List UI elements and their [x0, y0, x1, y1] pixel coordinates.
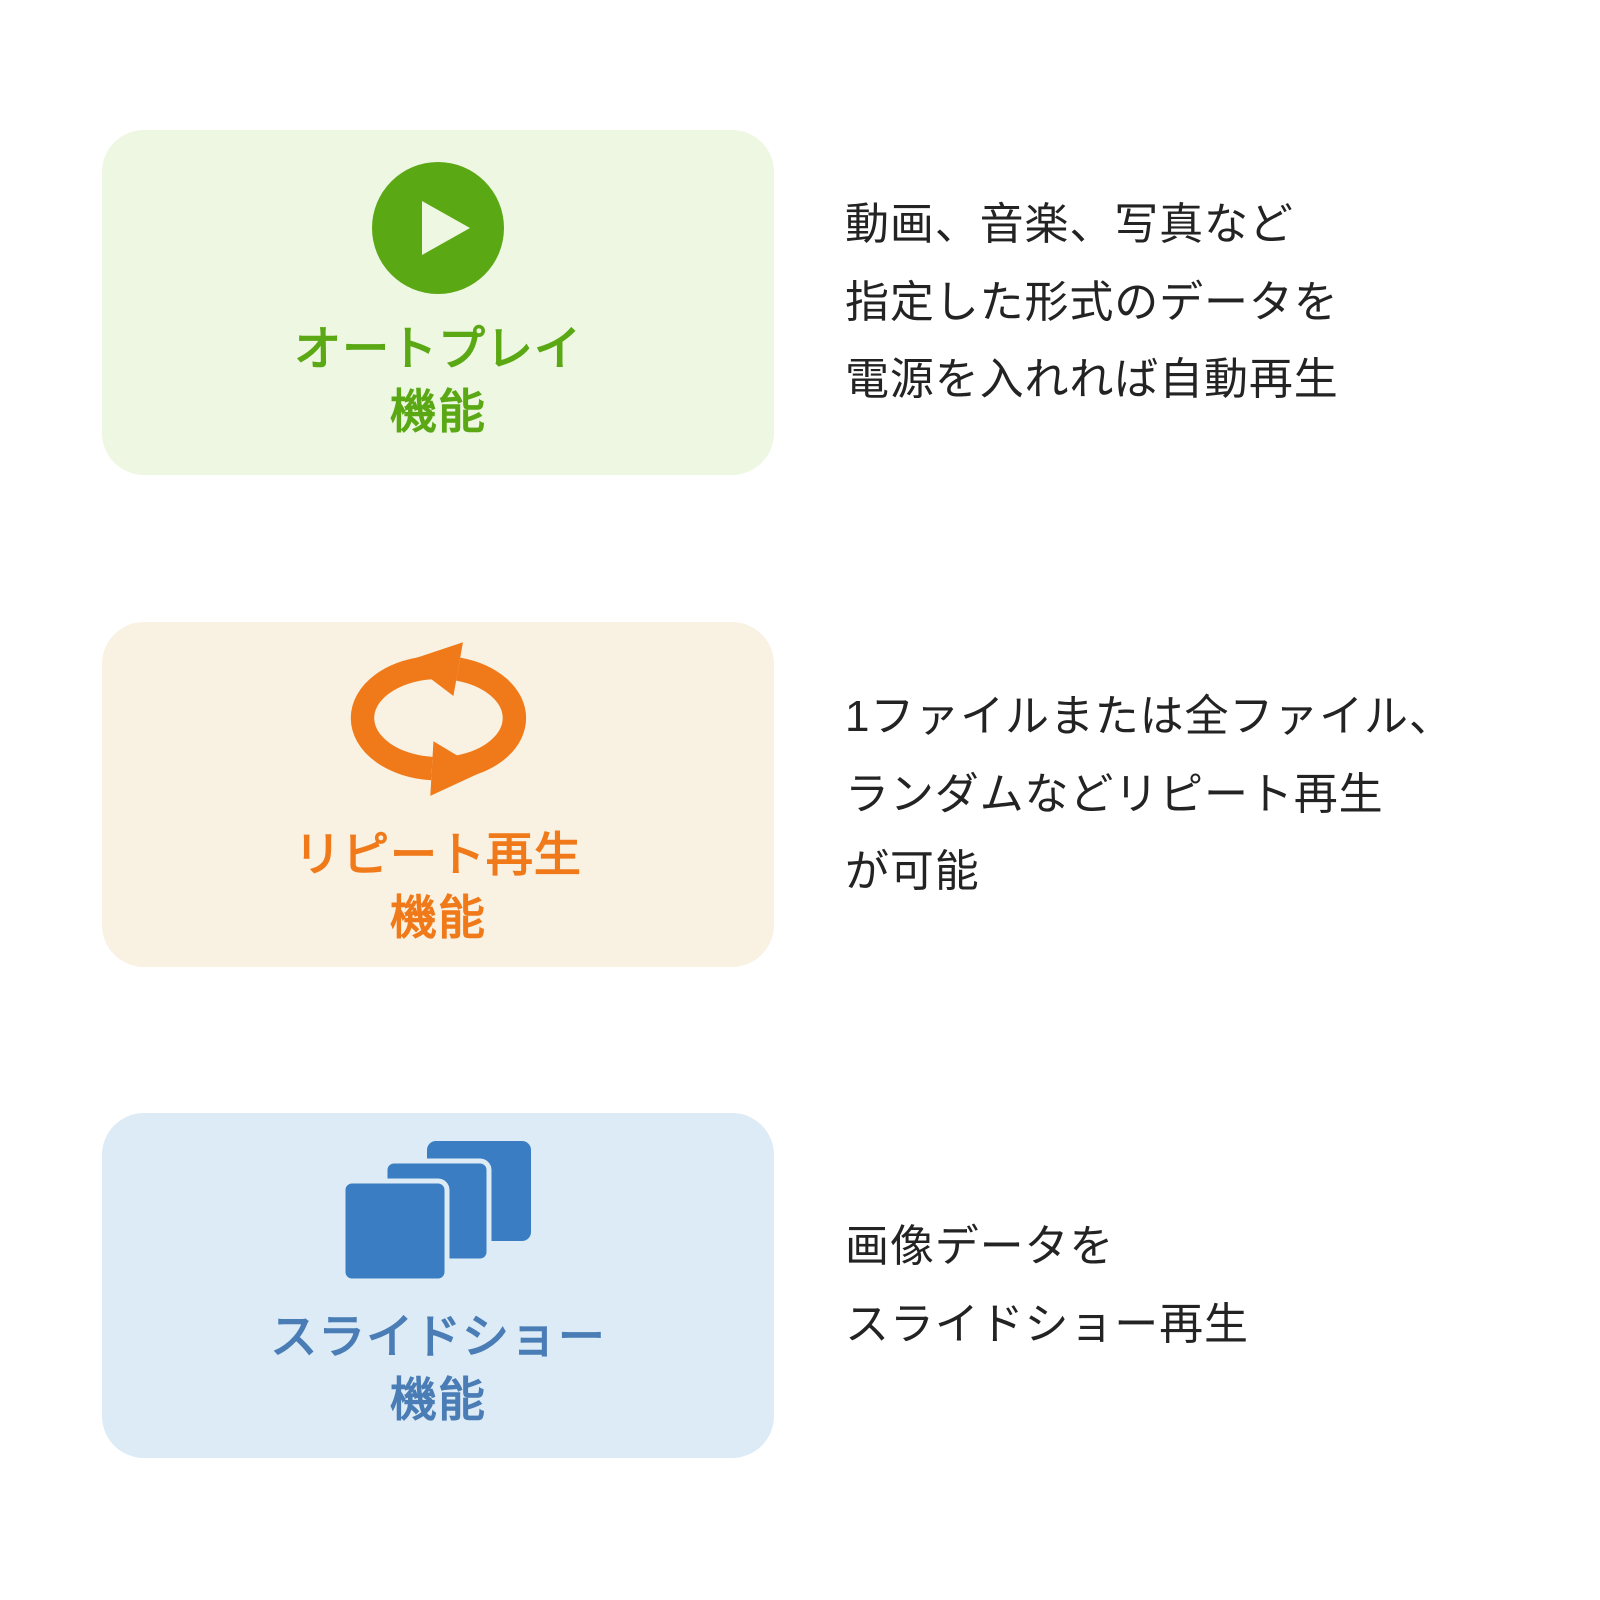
feature-title-autoplay: オートプレイ 機能 [294, 318, 582, 442]
slideshow-stack-icon [343, 1140, 533, 1283]
feature-row-slideshow: スライドショー 機能 画像データを スライドショー再生 [102, 1113, 1498, 1458]
description-line: が可能 [845, 847, 980, 897]
feature-description-slideshow: 画像データを スライドショー再生 [845, 1208, 1249, 1364]
feature-card-slideshow: スライドショー 機能 [102, 1113, 774, 1458]
feature-title-line2: 機能 [390, 1372, 486, 1426]
feature-title-line2: 機能 [390, 384, 486, 438]
feature-title-line2: 機能 [390, 890, 486, 944]
feature-title-repeat: リピート再生 機能 [294, 824, 582, 948]
play-circle-icon [372, 162, 504, 295]
description-line: 1ファイルまたは全ファイル、 [845, 691, 1454, 741]
repeat-arrows-icon [341, 640, 536, 800]
description-line: 電源を入れれば自動再生 [845, 355, 1339, 405]
feature-row-repeat: リピート再生 機能 1ファイルまたは全ファイル、 ランダムなどリピート再生 が可… [102, 622, 1498, 967]
feature-title-line1: スライドショー [270, 1310, 606, 1364]
description-line: 動画、音楽、写真など [845, 199, 1294, 249]
feature-description-repeat: 1ファイルまたは全ファイル、 ランダムなどリピート再生 が可能 [845, 678, 1454, 912]
description-line: スライドショー再生 [845, 1299, 1249, 1349]
feature-title-slideshow: スライドショー 機能 [270, 1306, 606, 1430]
feature-card-autoplay: オートプレイ 機能 [102, 130, 774, 475]
feature-row-autoplay: オートプレイ 機能 動画、音楽、写真など 指定した形式のデータを 電源を入れれば… [102, 130, 1498, 475]
feature-description-autoplay: 動画、音楽、写真など 指定した形式のデータを 電源を入れれば自動再生 [845, 186, 1339, 420]
description-line: ランダムなどリピート再生 [845, 769, 1384, 819]
feature-card-repeat: リピート再生 機能 [102, 622, 774, 967]
feature-title-line1: オートプレイ [294, 322, 582, 376]
description-line: 指定した形式のデータを [845, 277, 1339, 327]
description-line: 画像データを [845, 1221, 1115, 1271]
feature-title-line1: リピート再生 [294, 828, 582, 882]
